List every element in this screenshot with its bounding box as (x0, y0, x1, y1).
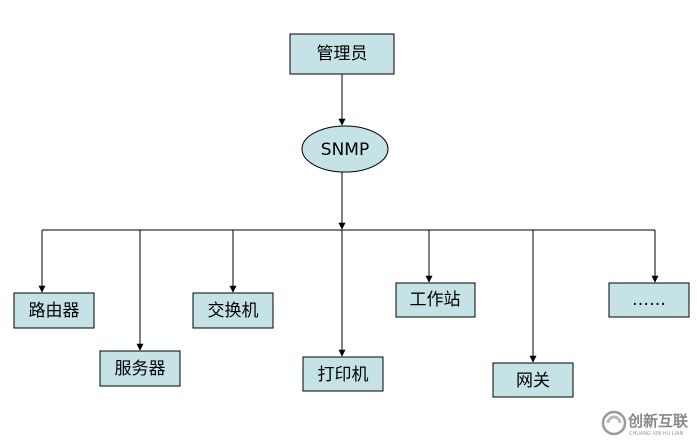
node-server: 服务器 (99, 350, 181, 387)
node-snmp-label: SNMP (321, 140, 369, 160)
node-gateway-box (492, 362, 574, 398)
node-server-label: 服务器 (115, 359, 166, 379)
node-printer: 打印机 (302, 356, 384, 392)
node-workstation: 工作站 (395, 282, 476, 318)
edges (38, 74, 659, 363)
node-router-box (13, 292, 95, 329)
node-workstation-label: 工作站 (410, 290, 461, 310)
node-gateway: 网关 (492, 362, 574, 398)
node-more: …… (608, 282, 690, 318)
node-switch-label: 交换机 (208, 301, 259, 321)
node-printer-box (302, 356, 384, 392)
watermark-subtext: CHUANG XIN HU LIAN (629, 431, 683, 437)
watermark-text: 创新互联 (627, 412, 689, 430)
node-gateway-label: 网关 (516, 371, 550, 391)
node-router-label: 路由器 (29, 301, 80, 321)
node-admin-label: 管理员 (317, 44, 368, 64)
node-snmp-ellipse (301, 125, 389, 173)
node-router: 路由器 (13, 292, 95, 329)
node-printer-label: 打印机 (318, 365, 369, 385)
node-switch: 交换机 (192, 292, 274, 329)
node-more-box (608, 282, 690, 318)
watermark-logo-icon (601, 410, 627, 436)
node-snmp: SNMP (301, 125, 389, 173)
watermark-logo: 创新互联 CHUANG XIN HU LIAN (601, 410, 689, 437)
node-switch-box (192, 292, 274, 329)
node-more-label: …… (632, 290, 666, 310)
node-server-box (99, 350, 181, 387)
node-workstation-box (395, 282, 476, 318)
node-admin: 管理员 (289, 33, 395, 75)
node-admin-box (289, 33, 395, 75)
